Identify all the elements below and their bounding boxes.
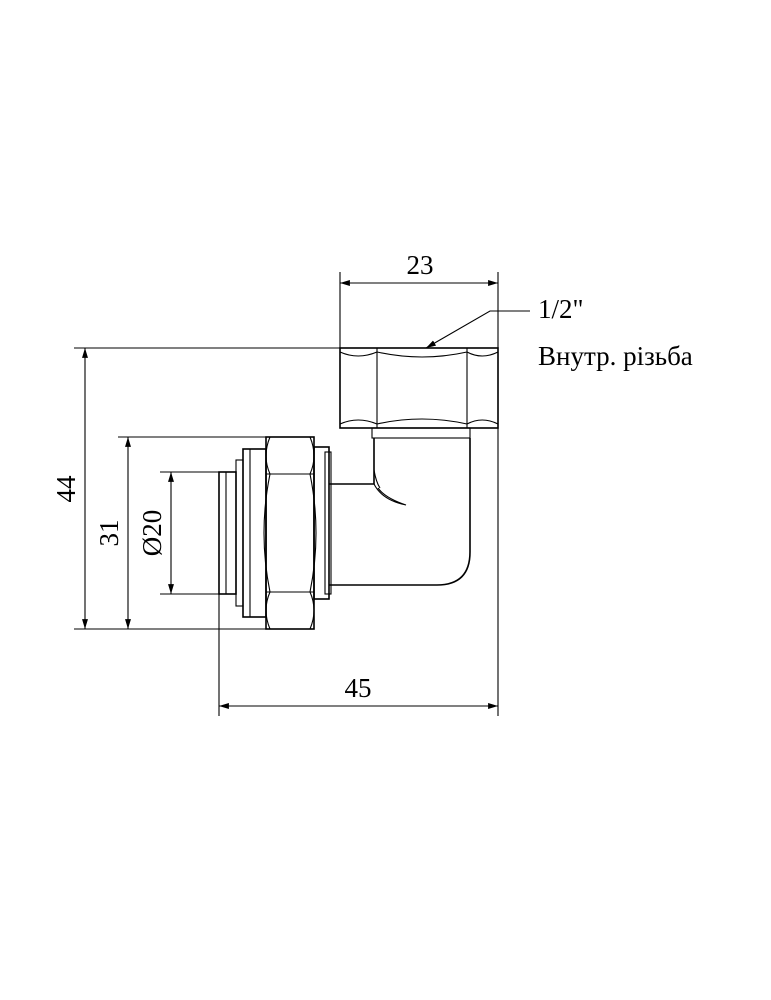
- thread-type-label: Внутр. різьба: [538, 341, 693, 371]
- dim-total-width: 45: [345, 673, 372, 703]
- dim-nut-height: 31: [94, 520, 124, 547]
- fitting-body: [218, 347, 499, 630]
- compression-nut: [218, 436, 332, 630]
- dim-top-width: 23: [407, 250, 434, 280]
- thread-size-label: 1/2": [538, 294, 584, 324]
- dim-pipe-diameter: Ø20: [137, 510, 167, 557]
- elbow-inner-curve: [373, 483, 407, 506]
- top-collar: [371, 427, 471, 439]
- dim-total-height: 44: [51, 475, 81, 503]
- dimension-lines: [74, 272, 530, 716]
- top-hex-nut: [339, 347, 499, 429]
- elbow-outline: [329, 438, 471, 586]
